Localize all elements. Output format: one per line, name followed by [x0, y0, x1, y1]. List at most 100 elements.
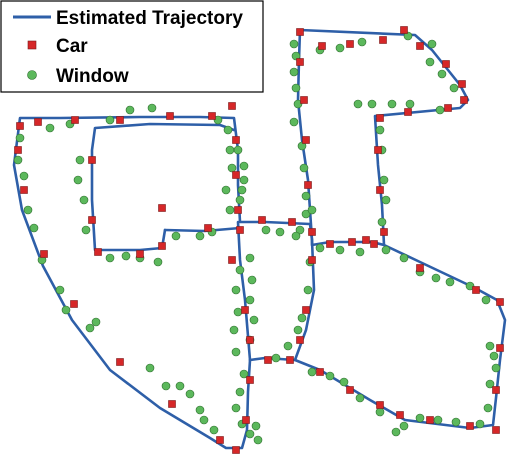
window-point [451, 417, 461, 427]
legend-window-label: Window [56, 66, 129, 87]
window-point [405, 99, 415, 109]
car-point [376, 401, 384, 409]
car-point [302, 136, 310, 144]
window-point [293, 325, 303, 335]
window-point [297, 141, 307, 151]
window-point [289, 39, 299, 49]
car-point [34, 118, 42, 126]
window-point [355, 393, 365, 403]
car-point [492, 386, 500, 394]
car-point [362, 236, 370, 244]
window-point [249, 315, 259, 325]
trajectory-segment [90, 122, 236, 252]
car-point [232, 136, 240, 144]
car-point [346, 40, 354, 48]
car-point [168, 400, 176, 408]
window-point [297, 313, 307, 323]
window-point [209, 425, 219, 435]
window-point [375, 125, 385, 135]
legend-car-swatch [27, 40, 37, 50]
car-point [326, 240, 334, 248]
window-point [245, 253, 255, 263]
car-point [302, 306, 310, 314]
car-point [396, 411, 404, 419]
window-point [483, 403, 493, 413]
window-point [231, 403, 241, 413]
window-point [415, 413, 425, 423]
car-point [380, 228, 388, 236]
car-point [94, 248, 102, 256]
car-point [232, 446, 240, 454]
window-point [251, 421, 261, 431]
car-point [246, 336, 254, 344]
car-point [416, 264, 424, 272]
window-point [283, 341, 293, 351]
car-point [444, 104, 452, 112]
car-point [286, 356, 294, 364]
window-point [325, 371, 335, 381]
trajectory-layer [12, 28, 507, 450]
window-point [247, 275, 257, 285]
window-point [171, 231, 181, 241]
window-point [223, 125, 233, 135]
window-point [485, 379, 495, 389]
legend-window-swatch [27, 70, 37, 80]
window-point [195, 405, 205, 415]
window-point [291, 83, 301, 93]
car-point [376, 114, 384, 122]
window-point [231, 347, 241, 357]
window-point [213, 115, 223, 125]
window-point [335, 43, 345, 53]
window-point [357, 37, 367, 47]
window-point [245, 295, 255, 305]
window-point [231, 285, 241, 295]
trajectory-segment [293, 28, 316, 362]
window-point [381, 245, 391, 255]
window-point [489, 351, 499, 361]
window-point [381, 195, 391, 205]
window-point [291, 231, 301, 241]
car-point [400, 26, 408, 34]
window-point [239, 369, 249, 379]
window-point [375, 407, 385, 417]
window-point [465, 281, 475, 291]
window-point [147, 103, 157, 113]
window-point [45, 123, 55, 133]
car-point [241, 306, 249, 314]
window-point [121, 251, 131, 261]
window-point [73, 175, 83, 185]
car-point [416, 42, 424, 50]
window-point [221, 185, 231, 195]
window-point [19, 171, 29, 181]
car-point [116, 116, 124, 124]
window-point [23, 205, 33, 215]
car-point [496, 298, 504, 306]
window-point [235, 265, 245, 275]
window-point [79, 195, 89, 205]
car-point [246, 376, 254, 384]
car-point [496, 344, 504, 352]
window-point [85, 323, 95, 333]
car-point [300, 96, 308, 104]
legend-trajectory-label: Estimated Trajectory [56, 8, 243, 29]
window-point [475, 419, 485, 429]
window-point [435, 105, 445, 115]
window-point [481, 295, 491, 305]
window-point [425, 57, 435, 67]
car-point [116, 358, 124, 366]
car-point [288, 218, 296, 226]
window-point [261, 225, 271, 235]
window-point [253, 435, 263, 445]
car-point [232, 171, 240, 179]
car-point [304, 181, 312, 189]
car-point [458, 80, 466, 88]
car-point [208, 112, 216, 120]
car-point [158, 204, 166, 212]
car-point [376, 186, 384, 194]
window-point [391, 427, 401, 437]
car-point [308, 228, 316, 236]
window-point [307, 367, 317, 377]
car-point [20, 186, 28, 194]
window-point [289, 117, 299, 127]
